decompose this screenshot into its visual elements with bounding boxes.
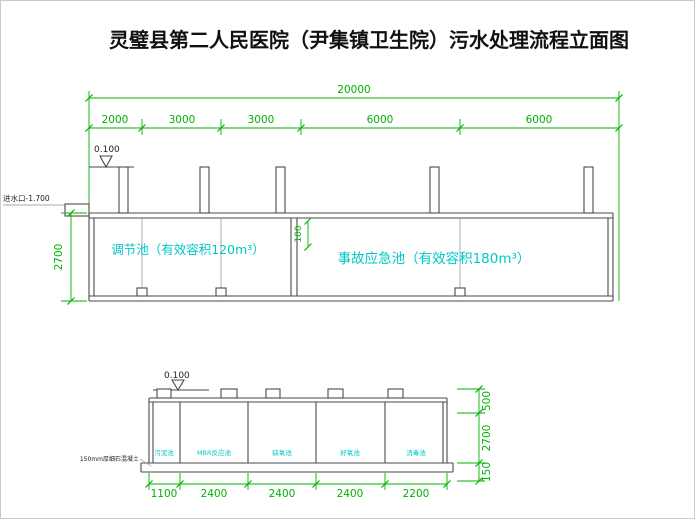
- dim-bottom-4: 2400: [337, 488, 364, 500]
- lower-right-dimension: 500 2700 150: [457, 385, 493, 485]
- compartment-labels: 污泥池 MBR反应池 缺氧池 好氧池 消毒池: [154, 448, 426, 457]
- dim-right-1: 500: [481, 391, 493, 411]
- dim-total: 20000: [337, 84, 370, 96]
- drawing-title: 灵璧县第二人民医院（尹集镇卫生院）污水处理流程立面图: [109, 28, 629, 52]
- dim-bottom-3: 2400: [269, 488, 296, 500]
- dim-seg-4: 6000: [367, 114, 394, 126]
- emergency-tank-label: 事故应急池（有效容积180m³）: [338, 250, 531, 267]
- dim-seg-3: 3000: [248, 114, 275, 126]
- upper-depth-dimension: 2700: [53, 209, 87, 305]
- lower-bottom-dimension: 1100 2400 2400 2400 2200: [145, 473, 451, 500]
- upper-tank-labels: 调节池（有效容积120m³） 事故应急池（有效容积180m³）: [111, 242, 530, 267]
- upper-total-dimension: 20000: [85, 84, 623, 301]
- compartment-2-label: MBR反应池: [197, 448, 232, 457]
- compartment-4-label: 好氧池: [340, 448, 360, 457]
- dim-depth: 2700: [53, 244, 65, 271]
- dim-bottom-5: 2200: [403, 488, 430, 500]
- upper-vent-pipes: [118, 166, 594, 214]
- compartment-5-label: 消毒池: [406, 448, 426, 457]
- dim-bottom-1: 1100: [151, 488, 178, 500]
- regulating-tank-label: 调节池（有效容积120m³）: [111, 242, 265, 257]
- upper-segment-dimension: 2000 3000 3000 6000 6000: [85, 114, 623, 135]
- inlet-label: 进水口-1.700: [3, 193, 50, 203]
- floor-note-label: 150mm厚细石混凝土: [80, 455, 139, 463]
- lower-tank-structure: [140, 397, 454, 473]
- dim-right-3: 150: [481, 462, 493, 482]
- dim-seg-5: 6000: [526, 114, 553, 126]
- floor-note: 150mm厚细石混凝土: [80, 455, 152, 467]
- upper-tank-structure: [88, 212, 614, 302]
- dim-right-2: 2700: [481, 425, 493, 452]
- dim-seg-2: 3000: [169, 114, 196, 126]
- dim-seg-1: 2000: [102, 114, 129, 126]
- compartment-1-label: 污泥池: [154, 448, 174, 457]
- dim-bottom-2: 2400: [201, 488, 228, 500]
- lower-elevation-marker: 0.100: [153, 371, 209, 392]
- upper-elevation-marker: 0.100: [89, 145, 134, 169]
- upper-gap-dimension: 100: [294, 217, 312, 251]
- lower-elevation-value: 0.100: [164, 371, 190, 381]
- dim-gap: 100: [294, 225, 304, 242]
- compartment-3-label: 缺氧池: [272, 448, 292, 457]
- upper-elevation-value: 0.100: [94, 145, 120, 155]
